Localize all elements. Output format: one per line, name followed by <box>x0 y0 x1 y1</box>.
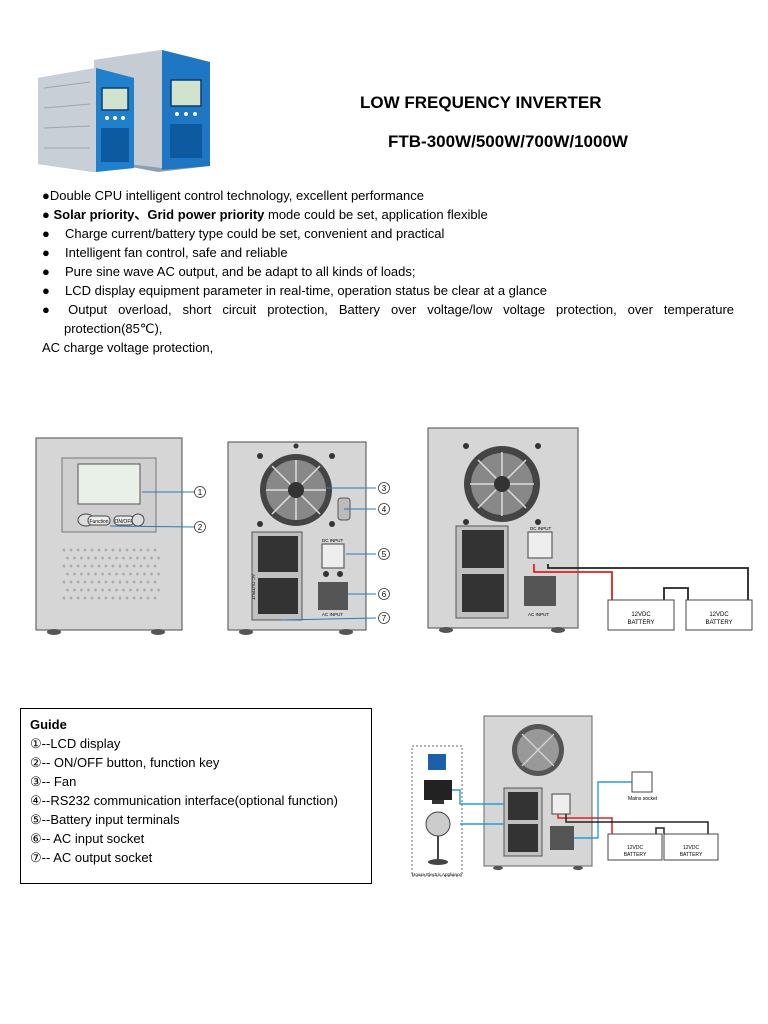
guide-item: ②-- ON/OFF button, function key <box>30 755 220 770</box>
product-model: FTB-300W/500W/700W/1000W <box>388 132 628 151</box>
svg-text:12VDC: 12VDC <box>709 612 729 618</box>
svg-text:2: 2 <box>198 523 203 532</box>
svg-text:12VDC: 12VDC <box>627 845 644 851</box>
guide-title: Guide <box>30 717 67 732</box>
feature-item: ●Pure sine wave AC output, and be adapt … <box>42 264 416 279</box>
guide-box: Guide ①--LCD display ②-- ON/OFF button, … <box>20 708 372 884</box>
svg-text:4: 4 <box>382 505 387 514</box>
battery-connection-diagram: DC INPUT AC INPUT 12VDC BATTERY 12VDC BA… <box>427 427 753 633</box>
svg-text:AC INPUT: AC INPUT <box>322 612 343 617</box>
guide-item: ①--LCD display <box>30 736 121 751</box>
feature-item: ●Intelligent fan control, safe and relia… <box>42 245 288 260</box>
svg-text:AC INPUT: AC INPUT <box>528 612 549 617</box>
svg-text:12VDC: 12VDC <box>631 612 651 618</box>
svg-text:House Electric Appliance: House Electric Appliance <box>412 872 462 877</box>
product-photo <box>38 50 210 172</box>
svg-text:BATTERY: BATTERY <box>627 620 654 626</box>
svg-text:6: 6 <box>382 590 387 599</box>
svg-text:3: 3 <box>382 484 387 493</box>
svg-text:ON/OFF: ON/OFF <box>115 519 134 525</box>
feature-item: ●Double CPU intelligent control technolo… <box>42 188 424 203</box>
guide-item: ⑤--Battery input terminals <box>30 812 180 827</box>
guide-item: ⑦-- AC output socket <box>30 850 153 865</box>
feature-item: ●Charge current/battery type could be se… <box>42 226 445 241</box>
svg-text:12VDC: 12VDC <box>683 845 700 851</box>
feature-list: ●Double CPU intelligent control technolo… <box>42 186 734 357</box>
svg-text:Function: Function <box>89 519 108 525</box>
guide-item: ⑥-- AC input socket <box>30 831 145 846</box>
svg-text:DC INPUT: DC INPUT <box>322 538 344 543</box>
svg-text:1: 1 <box>198 488 203 497</box>
guide-item: ③-- Fan <box>30 774 77 789</box>
feature-item: ●LCD display equipment parameter in real… <box>42 283 547 298</box>
svg-text:DC INPUT: DC INPUT <box>530 526 552 531</box>
system-connection-diagram: House Electric Appliance Mains socket 12… <box>411 715 719 877</box>
front-view-diagram: Function ON/OFF 1 2 <box>35 437 206 635</box>
svg-text:Mains socket: Mains socket <box>628 796 658 802</box>
protection-line: protection(85℃), <box>64 321 163 336</box>
svg-text:BATTERY: BATTERY <box>624 852 647 858</box>
product-title: LOW FREQUENCY INVERTER <box>360 93 602 112</box>
svg-text:BATTERY: BATTERY <box>705 620 732 626</box>
svg-text:7: 7 <box>382 614 387 623</box>
guide-item: ④--RS232 communication interface(optiona… <box>30 793 338 808</box>
svg-text:BATTERY: BATTERY <box>680 852 703 858</box>
svg-text:AC OUTPUT: AC OUTPUT <box>251 574 256 600</box>
svg-text:5: 5 <box>382 550 387 559</box>
feature-item: ● Solar priority、Grid power priority mod… <box>42 207 488 222</box>
protection-line: AC charge voltage protection, <box>42 340 214 355</box>
rear-view-diagram: AC OUTPUT DC INPUT AC INPUT 3 4 5 6 7 <box>227 441 390 635</box>
protection-line: ● Output overload, short circuit protect… <box>42 302 734 317</box>
